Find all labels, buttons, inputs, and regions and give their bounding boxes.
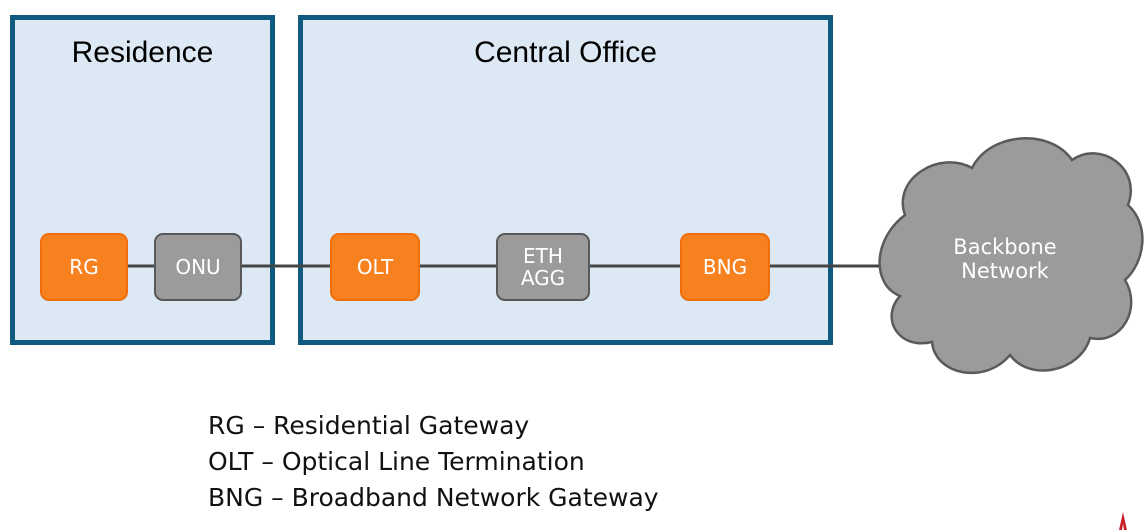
- residence-title: Residence: [71, 36, 214, 69]
- eth-agg-node: ETH AGG: [496, 233, 590, 301]
- olt-node: OLT: [330, 233, 420, 301]
- legend-item-bng: BNG – Broadband Network Gateway: [208, 483, 659, 512]
- corner-logo-fragment: [1119, 512, 1127, 530]
- bng-node: BNG: [680, 233, 770, 301]
- legend-item-rg: RG – Residential Gateway: [208, 411, 530, 440]
- abbreviation-legend: RG – Residential Gateway OLT – Optical L…: [208, 408, 659, 516]
- central-office-title: Central Office: [474, 36, 657, 69]
- rg-node: RG: [40, 233, 128, 301]
- onu-node: ONU: [154, 233, 242, 301]
- legend-item-olt: OLT – Optical Line Termination: [208, 447, 585, 476]
- backbone-network-label: Backbone Network: [953, 235, 1057, 283]
